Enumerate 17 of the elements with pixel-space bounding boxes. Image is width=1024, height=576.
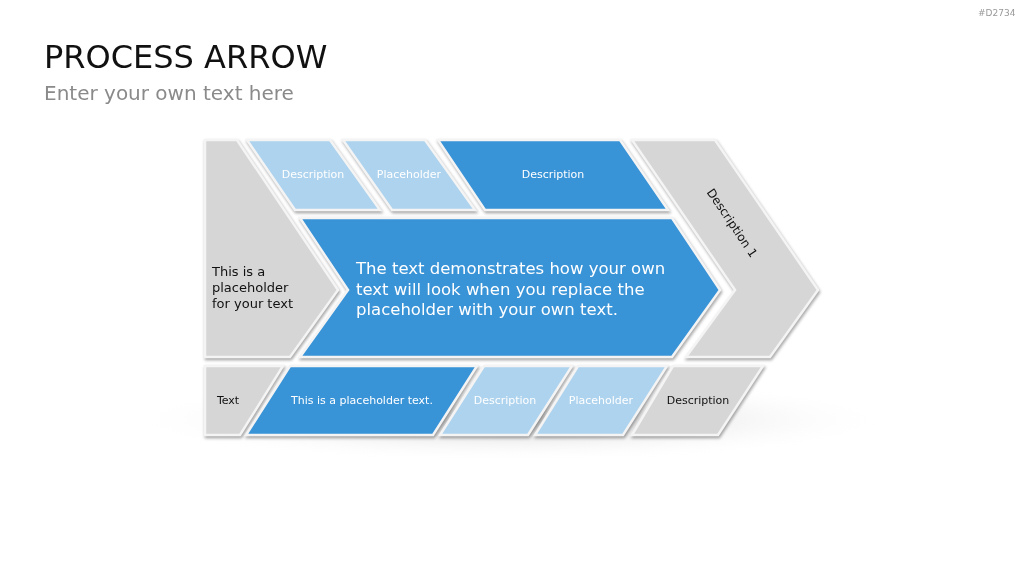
shape-text: This is a placeholder text. bbox=[291, 394, 433, 408]
shape-text: Placeholder bbox=[376, 168, 442, 182]
shape-text: The text demonstrates how your own text will look when you replace the placeholder with your own text. bbox=[356, 259, 667, 321]
parallelogram-shape bbox=[343, 140, 475, 210]
shape-text: Description bbox=[666, 394, 730, 408]
shape-text: Description bbox=[521, 168, 585, 182]
parallelogram-shape bbox=[632, 366, 763, 435]
shape-text: Text bbox=[216, 394, 240, 408]
shape-text: This is a placeholder for your text bbox=[212, 263, 295, 313]
title: PROCESS ARROW bbox=[44, 38, 328, 76]
subtitle: Enter your own text here bbox=[44, 81, 294, 105]
parallelogram-shape bbox=[535, 366, 667, 435]
shape-text: Description bbox=[473, 394, 537, 408]
trapezoid-shape bbox=[205, 366, 283, 435]
shape-text: Placeholder bbox=[568, 394, 634, 408]
shape-text: Description bbox=[281, 168, 345, 182]
slide-code: #D2734 bbox=[978, 8, 1016, 18]
